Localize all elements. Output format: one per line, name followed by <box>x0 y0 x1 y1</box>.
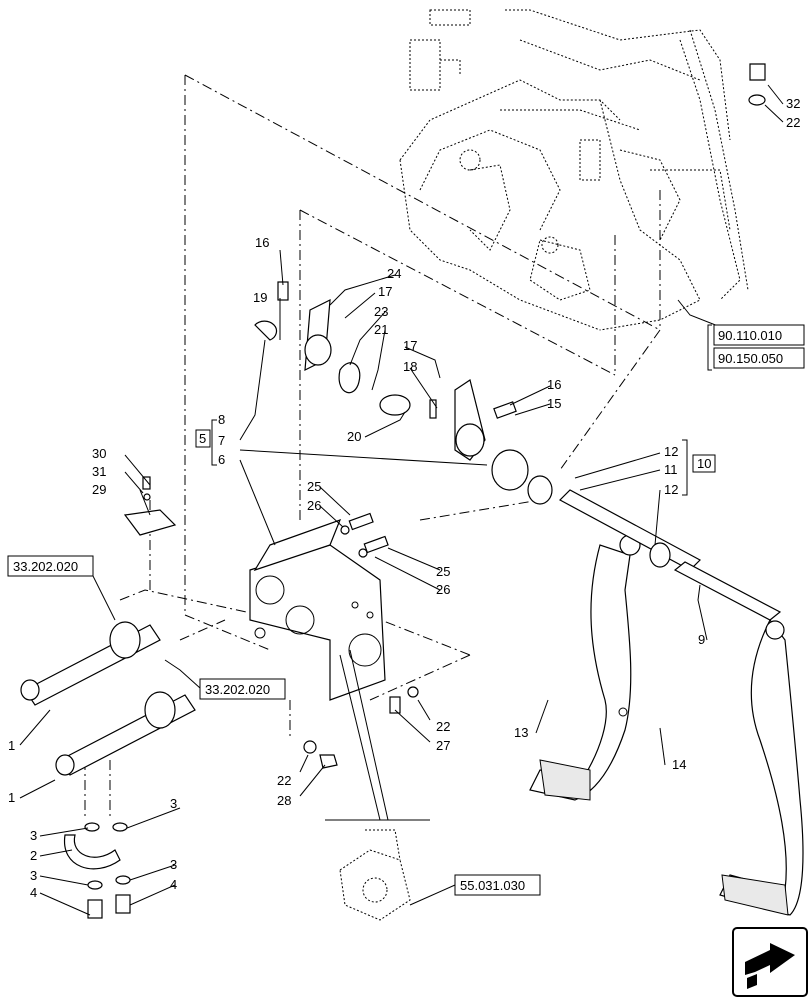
callout-17-mid: 17 <box>403 338 417 353</box>
callout-31: 31 <box>92 464 106 479</box>
ref-box-90-150-050[interactable]: 90.150.050 <box>713 347 805 369</box>
ref-box-33-202-020-top[interactable]: 33.202.020 <box>7 555 94 577</box>
callout-4-b: 4 <box>170 877 177 892</box>
ref-box-33-202-020-mid[interactable]: 33.202.020 <box>199 678 286 700</box>
callout-4-a: 4 <box>30 885 37 900</box>
callout-25-bottom: 25 <box>436 564 450 579</box>
callout-6: 6 <box>218 452 225 467</box>
callout-22-bottom: 22 <box>277 773 291 788</box>
callout-5: 5 <box>199 431 206 446</box>
callout-7: 7 <box>218 433 225 448</box>
callout-30: 30 <box>92 446 106 461</box>
callout-3-a: 3 <box>30 828 37 843</box>
callout-16-top: 16 <box>255 235 269 250</box>
brake-pedal <box>719 618 804 916</box>
callout-3-d: 3 <box>170 857 177 872</box>
callout-10: 10 <box>697 456 711 471</box>
callout-25-top: 25 <box>307 479 321 494</box>
callout-1-upper: 1 <box>8 738 15 753</box>
callout-19: 19 <box>253 290 267 305</box>
callout-22-top: 22 <box>786 115 800 130</box>
ref-box-55-031-030[interactable]: 55.031.030 <box>454 874 541 896</box>
callout-26-top: 26 <box>307 498 321 513</box>
valve-assembly-sketch <box>339 829 411 921</box>
callout-16-mid: 16 <box>547 377 561 392</box>
pivot-levers <box>254 281 517 461</box>
callout-28: 28 <box>277 793 291 808</box>
next-page-button[interactable] <box>732 927 808 997</box>
ref-90-110-010: 90.110.010 <box>718 328 782 343</box>
ref-55-031-030: 55.031.030 <box>460 878 525 893</box>
callout-3-b: 3 <box>170 796 177 811</box>
boxed-callouts: 5 10 <box>195 429 716 473</box>
group-brackets <box>211 324 712 496</box>
callout-29: 29 <box>92 482 106 497</box>
callout-labels: 16 24 17 19 23 21 17 18 16 15 20 8 7 6 1… <box>8 96 800 900</box>
clutch-pedal <box>529 534 641 801</box>
ref-box-90-110-010[interactable]: 90.110.010 <box>713 324 805 346</box>
pedal-bracket <box>249 518 386 701</box>
callout-17-top: 17 <box>378 284 392 299</box>
ref-90-150-050: 90.150.050 <box>718 351 783 366</box>
master-cylinders <box>20 621 196 919</box>
fasteners <box>123 63 766 769</box>
cab-frame-structure <box>399 9 749 331</box>
callout-1-lower: 1 <box>8 790 15 805</box>
ref-33-202-020-top: 33.202.020 <box>13 559 78 574</box>
callout-23: 23 <box>374 304 388 319</box>
callout-9: 9 <box>698 632 705 647</box>
callout-13: 13 <box>514 725 528 740</box>
callout-3-c: 3 <box>30 868 37 883</box>
callout-15: 15 <box>547 396 561 411</box>
callout-2: 2 <box>30 848 37 863</box>
arrow-right-icon <box>745 943 795 989</box>
callout-22-right: 22 <box>436 719 450 734</box>
callout-11: 11 <box>664 462 678 477</box>
callout-32: 32 <box>786 96 800 111</box>
callout-26-bottom: 26 <box>436 582 450 597</box>
callout-14: 14 <box>672 757 686 772</box>
callout-24: 24 <box>387 266 401 281</box>
callout-12-bottom: 12 <box>664 482 678 497</box>
callout-8: 8 <box>218 412 225 427</box>
callout-12-top: 12 <box>664 444 678 459</box>
callout-20: 20 <box>347 429 361 444</box>
leader-lines <box>19 84 784 916</box>
pedal-shaft <box>491 449 782 621</box>
callout-27: 27 <box>436 738 450 753</box>
ref-33-202-020-mid: 33.202.020 <box>205 682 270 697</box>
callout-21: 21 <box>374 322 388 337</box>
callout-18: 18 <box>403 359 417 374</box>
